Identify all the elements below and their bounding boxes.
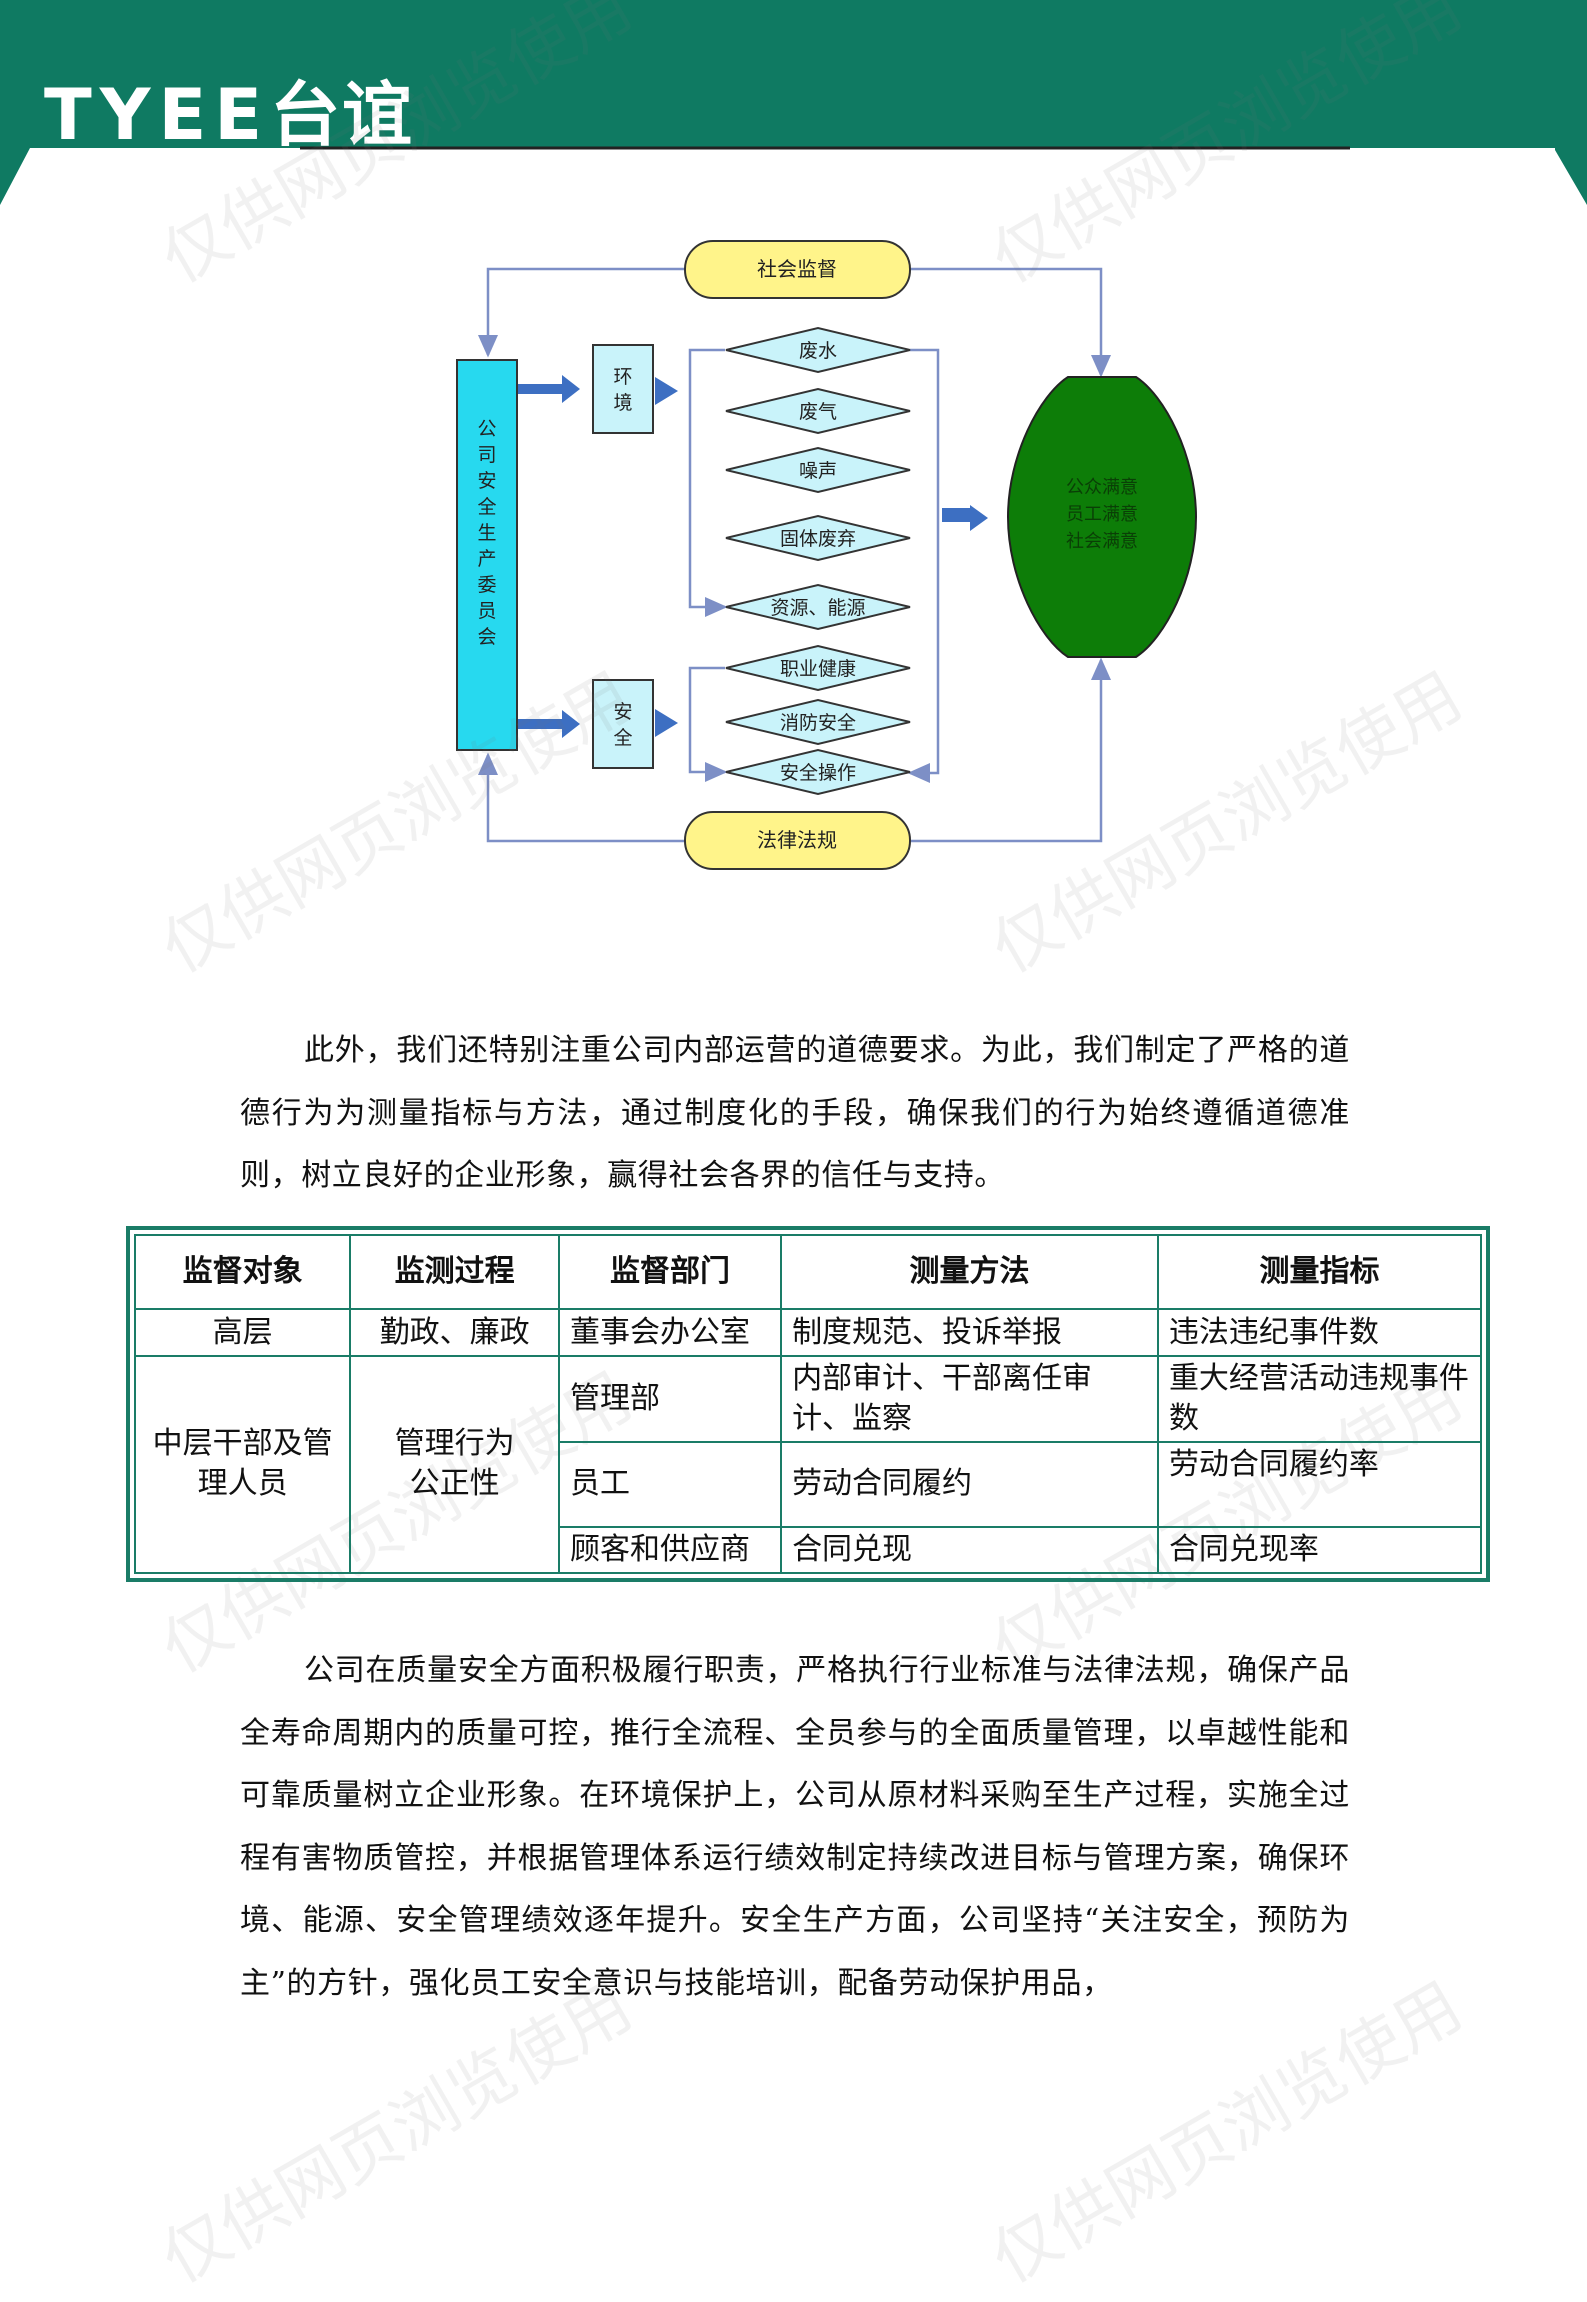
committee-label: 公司安全生产委员会	[477, 418, 496, 648]
indicator-diamond	[725, 644, 911, 692]
table-cell: 内部审计、干部离任审计、监察	[780, 1354, 1159, 1444]
safety-box-label: 安全	[613, 701, 632, 749]
social-supervision-oval	[684, 240, 911, 299]
indicator-diamond-label: 消防安全	[780, 712, 856, 734]
social-supervision-label: 社会监督	[757, 257, 837, 281]
table-row: 中层干部及管理人员 管理行为公正性 管理部 内部审计、干部离任审计、监察 重大经…	[133, 1354, 1483, 1575]
ethics-measurement-table: 监督对象 监测过程 监督部门 测量方法 测量指标 高层 勤政、廉政 董事会办公室…	[133, 1233, 1483, 1575]
connector-lines	[478, 267, 1111, 843]
indicator-diamond	[725, 748, 911, 796]
indicator-diamond	[725, 326, 911, 374]
table-row: 顾客和供应商 合同兑现 合同兑现率	[135, 1525, 1483, 1575]
indicator-diamond-label: 安全操作	[780, 762, 856, 784]
table-row: 高层 勤政、廉政 董事会办公室 制度规范、投诉举报 违法违纪事件数	[133, 1308, 1483, 1357]
table-header-cell: 监测过程	[349, 1233, 560, 1311]
paragraph-ethics: 此外，我们还特别注重公司内部运营的道德要求。为此，我们制定了严格的道德行为为测量…	[240, 1033, 1350, 1193]
committee-bar	[456, 359, 518, 751]
table-cell: 制度规范、投诉举报	[780, 1308, 1159, 1357]
environment-box-label: 环境	[613, 366, 632, 414]
laws-label: 法律法规	[757, 828, 837, 852]
indicator-diamond-label: 职业健康	[780, 658, 856, 680]
indicator-diamond	[725, 583, 911, 631]
ethics-table-frame: 监督对象 监测过程 监督部门 测量方法 测量指标 高层 勤政、廉政 董事会办公室…	[126, 1226, 1490, 1582]
safety-management-diagram: 公司安全生产委员会 环境 安全 社会监督 法律法规 废水废气噪声固体废弃资源、能…	[456, 240, 1198, 870]
table-cell: 中层干部及管理人员	[133, 1354, 352, 1575]
indicator-diamond-label: 资源、能源	[770, 597, 865, 619]
table-row: 员工 劳动合同履约 劳动合同履约率	[135, 1441, 1483, 1528]
indicator-diamond	[725, 514, 911, 562]
safety-box	[592, 679, 654, 769]
table-cell: 管理行为公正性	[349, 1354, 560, 1575]
table-cell: 管理部	[557, 1354, 783, 1444]
outcome-label: 公众满意员工满意社会满意	[1066, 477, 1138, 552]
table-cell: 重大经营活动违规事件数	[1156, 1354, 1483, 1444]
indicator-diamond	[725, 387, 911, 435]
table-cell: 劳动合同履约	[780, 1441, 1159, 1528]
table-cell: 合同兑现率	[1156, 1525, 1483, 1575]
table-cell: 高层	[133, 1308, 352, 1357]
table-header-cell: 监督对象	[133, 1233, 352, 1311]
table-cell: 员工	[557, 1441, 783, 1528]
brand-logo: TYEE台谊	[44, 80, 414, 150]
indicator-diamond-label: 噪声	[799, 460, 837, 482]
table-header-cell: 监督部门	[557, 1233, 783, 1311]
environment-box	[592, 344, 654, 434]
indicator-diamond-label: 固体废弃	[780, 528, 856, 550]
indicator-diamond	[725, 698, 911, 746]
table-cell: 勤政、廉政	[349, 1308, 560, 1357]
indicator-diamond-label: 废水	[799, 340, 837, 362]
table-header-cell: 测量指标	[1156, 1233, 1483, 1311]
brand-latin: TYEE	[44, 74, 271, 156]
table-cell: 董事会办公室	[557, 1308, 783, 1357]
table-cell: 合同兑现	[780, 1525, 1159, 1575]
table-cell: 劳动合同履约率	[1156, 1441, 1483, 1528]
paragraph-quality-safety: 公司在质量安全方面积极履行职责，严格执行行业标准与法律法规，确保产品全寿命周期内…	[240, 1653, 1350, 2001]
table-cell: 违法违纪事件数	[1156, 1308, 1483, 1357]
table-header-row: 监督对象 监测过程 监督部门 测量方法 测量指标	[133, 1233, 1483, 1311]
indicator-diamond-label: 废气	[799, 401, 837, 423]
table-cell: 顾客和供应商	[557, 1525, 783, 1575]
table-header-cell: 测量方法	[780, 1233, 1159, 1311]
laws-oval	[684, 811, 911, 870]
indicator-diamond	[725, 446, 911, 494]
brand-chinese: 台谊	[270, 74, 415, 156]
outcome-barrel	[1006, 376, 1198, 658]
header-band	[0, 0, 1587, 205]
flow-arrows	[518, 375, 988, 738]
